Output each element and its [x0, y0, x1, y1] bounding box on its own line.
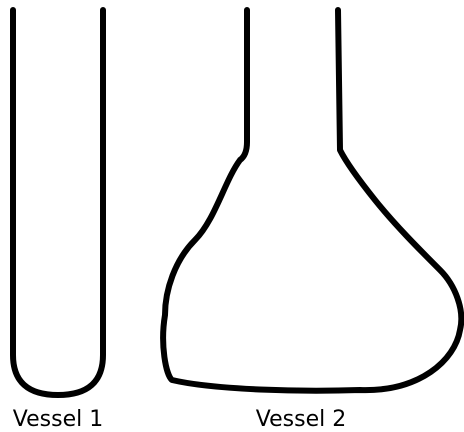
vessel-2: Vessel 2 — [163, 10, 461, 432]
vessel-1: Vessel 1 — [13, 10, 103, 432]
vessel-1-outline — [13, 10, 103, 395]
vessel-2-label: Vessel 2 — [256, 407, 346, 432]
vessel-2-outline — [163, 10, 461, 391]
vessel-1-label: Vessel 1 — [13, 407, 103, 432]
